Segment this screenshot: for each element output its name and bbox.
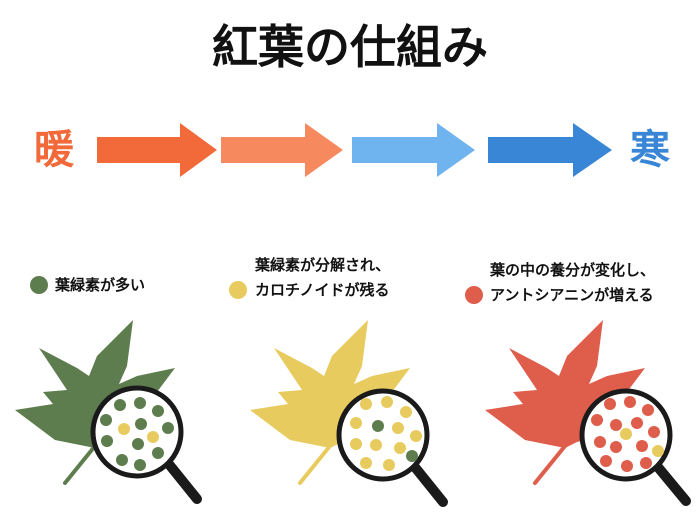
pigment-dot-green — [116, 454, 128, 466]
pigment-dot-yellow — [383, 459, 395, 471]
pigment-dot-yellow — [410, 430, 422, 442]
pigment-dot-green — [162, 422, 174, 434]
pigment-dot-red — [642, 404, 654, 416]
arrow-3 — [352, 123, 475, 177]
leaf-stem — [533, 444, 567, 485]
pigment-dot-red — [604, 398, 616, 410]
pigment-dot-red — [640, 457, 652, 469]
pigment-dot-yellow — [147, 431, 159, 443]
stage-1-text: 葉緑素が多い — [54, 276, 145, 294]
pigment-dot-green — [372, 420, 384, 432]
pigment-dot-red — [610, 419, 622, 431]
magnifier-handle — [652, 461, 691, 506]
pigment-dot-yellow — [350, 438, 362, 450]
cold-label: 寒 — [630, 127, 670, 173]
pigment-dot-red — [610, 441, 622, 453]
pigment-dot-green — [134, 459, 146, 471]
pigment-dot-yellow — [652, 445, 664, 457]
pigment-dot-yellow — [392, 422, 404, 434]
pigment-dot-yellow — [394, 442, 406, 454]
magnifier-green — [90, 385, 202, 504]
pigment-dot-yellow — [620, 428, 632, 440]
pigment-dot-green — [135, 418, 147, 430]
pigment-dot-red — [636, 440, 648, 452]
leaf-stem — [298, 444, 332, 485]
pigment-dot-green — [101, 435, 113, 447]
pigment-dot-green — [100, 414, 112, 426]
pigment-dot-red — [600, 455, 612, 467]
leaf-stem — [63, 444, 97, 485]
stage-2-text-line-1: 葉緑素が分解され、 — [254, 256, 390, 274]
stage-2-text-line-2: カロチノイドが残る — [255, 281, 390, 299]
pigment-dot-red — [594, 436, 606, 448]
magnifier-handle — [163, 458, 202, 504]
pigment-dots-red — [591, 396, 664, 472]
pigment-dot-green — [134, 397, 146, 409]
magnifier-yellow — [336, 388, 448, 507]
legend-dot-yellow — [229, 281, 247, 299]
pigment-dot-green — [132, 438, 144, 450]
legend-dot-green — [30, 276, 48, 294]
warm-label: 暖 — [34, 127, 75, 173]
pigment-dot-green — [152, 405, 164, 417]
arrow-1 — [97, 123, 217, 177]
pigment-dot-yellow — [360, 398, 372, 410]
pigment-dot-red — [591, 414, 603, 426]
pigment-dots-yellow — [350, 396, 422, 471]
pigment-dot-yellow — [370, 439, 382, 451]
pigment-dot-red — [648, 426, 660, 438]
pigment-dot-yellow — [400, 406, 412, 418]
stage-3-text-line-1: 葉の中の養分が変化し、 — [489, 261, 655, 279]
pigment-dot-yellow — [118, 423, 130, 435]
pigment-dot-green — [406, 450, 418, 462]
pigment-dot-green — [114, 399, 126, 411]
arrow-4 — [488, 123, 612, 177]
arrow-2 — [221, 123, 343, 177]
pigment-dot-red — [631, 417, 643, 429]
pigment-dot-yellow — [360, 457, 372, 469]
pigment-dot-red — [621, 460, 633, 472]
pigment-dot-green — [152, 447, 164, 459]
legend-dot-red — [465, 286, 483, 304]
pigment-dot-red — [624, 396, 636, 408]
pigment-dot-yellow — [381, 396, 393, 408]
magnifier-red — [579, 388, 691, 506]
pigment-dot-yellow — [350, 417, 362, 429]
magnifier-handle — [409, 461, 448, 507]
page-title: 紅葉の仕組み — [212, 20, 488, 74]
stage-3-text-line-2: アントシアニンが増える — [490, 286, 654, 304]
pigment-dots-green — [100, 397, 174, 471]
